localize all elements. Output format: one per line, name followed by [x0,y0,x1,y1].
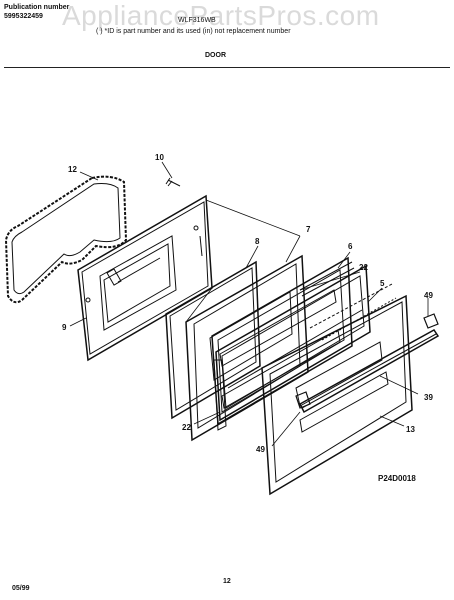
glass-frame-part [185,254,309,442]
callout-22-upper: 22 [359,263,368,272]
callout-6: 6 [348,242,353,251]
callout-49-upper: 49 [424,291,433,300]
bracket-part [299,261,355,297]
header-divider [4,67,450,68]
watermark: AppliancePartsPros.com [62,0,380,31]
end-cap-part [295,313,439,409]
glass-panel-part [165,260,261,420]
callout-7: 7 [306,225,311,234]
publication-date: 05/99 [12,585,30,592]
callout-13: 13 [406,425,415,434]
header-note: ( ) *ID is part number and its used (in)… [96,28,291,35]
screw-part [165,177,181,187]
publication-number: 5995322459 [4,13,43,20]
callout-8: 8 [255,237,260,246]
inner-door-panel-part [77,194,213,362]
callout-12: 12 [68,165,77,174]
callout-5: 5 [380,279,385,288]
page-number: 12 [223,578,231,585]
section-title: DOOR [205,52,226,59]
callout-39: 39 [424,393,433,402]
door-glass-part [213,264,371,431]
diagram-code: P24D0018 [378,474,416,483]
model-number: WLF316WB [178,17,216,24]
publication-label: Publication number [4,4,70,11]
door-handle-part [299,329,440,414]
callout-10: 10 [155,153,164,162]
leader-lines [69,161,429,447]
door-gasket-part [4,175,128,304]
callout-9: 9 [62,323,67,332]
callout-49-lower: 49 [256,445,265,454]
callout-22-lower: 22 [182,423,191,432]
